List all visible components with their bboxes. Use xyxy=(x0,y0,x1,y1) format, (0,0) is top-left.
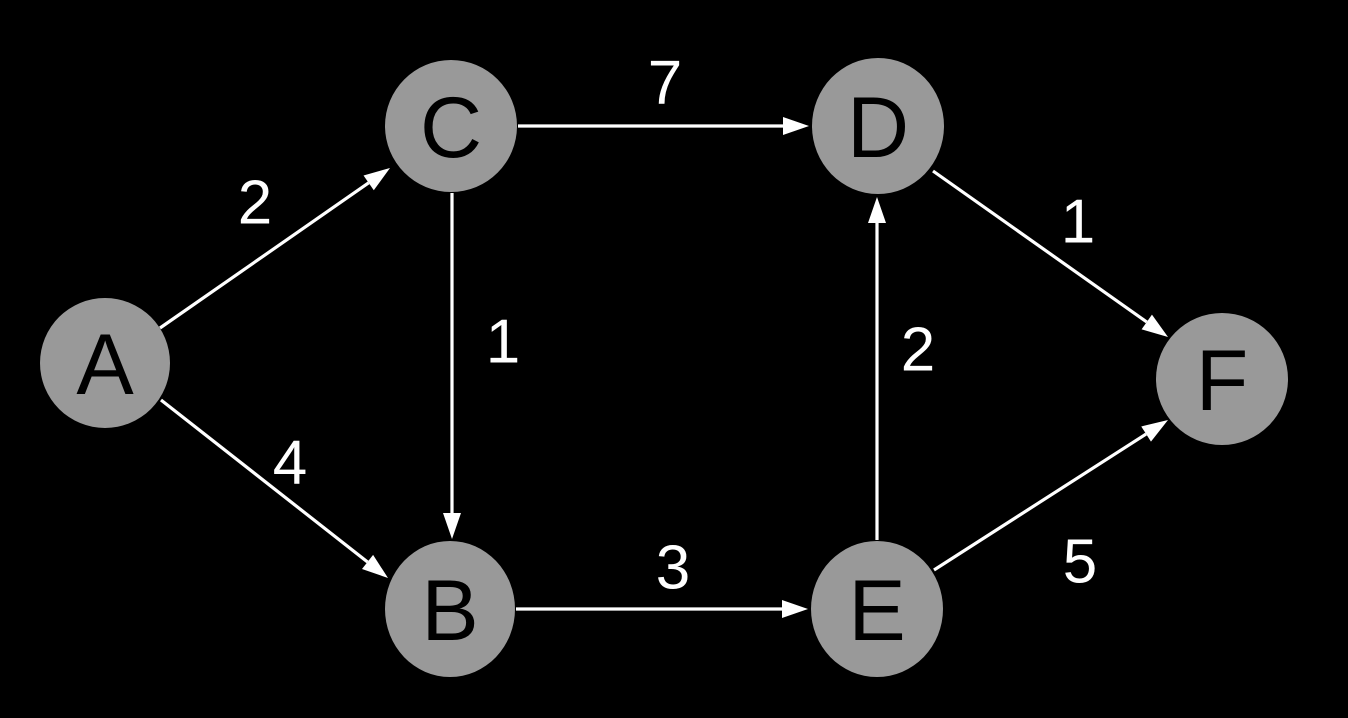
node-label: B xyxy=(421,563,478,659)
arrowhead-icon xyxy=(783,117,809,135)
node-shape[interactable] xyxy=(1156,313,1288,445)
node-label: A xyxy=(76,317,134,413)
edge-d-to-f xyxy=(932,169,1168,337)
node-shape[interactable] xyxy=(385,60,517,192)
edge-a-to-c xyxy=(159,168,390,330)
node-f[interactable]: F xyxy=(1156,313,1288,445)
node-label: F xyxy=(1196,333,1249,429)
edge-weight-label: 2 xyxy=(901,316,935,385)
edge-c-to-b xyxy=(443,193,461,539)
arrowhead-icon xyxy=(782,600,808,618)
edge-c-to-d xyxy=(518,117,809,135)
edge-e-to-f xyxy=(933,420,1168,572)
edges-layer xyxy=(159,117,1168,618)
edge-weight-label: 2 xyxy=(238,169,272,238)
edge-line xyxy=(159,181,370,330)
node-label: C xyxy=(420,80,482,176)
edge-weight-label: 3 xyxy=(656,534,690,603)
node-d[interactable]: D xyxy=(812,58,944,194)
node-shape[interactable] xyxy=(385,541,515,677)
arrowhead-icon xyxy=(361,554,388,578)
edge-a-to-b xyxy=(160,398,388,578)
edge-line xyxy=(932,169,1148,324)
arrowhead-icon xyxy=(1141,314,1168,337)
edge-weight-label: 7 xyxy=(648,49,682,118)
node-e[interactable]: E xyxy=(811,541,943,677)
edge-weight-label: 4 xyxy=(273,429,307,498)
node-label: E xyxy=(848,563,905,659)
arrowhead-icon xyxy=(868,197,886,223)
node-label: D xyxy=(847,80,909,176)
edge-b-to-e xyxy=(516,600,808,618)
node-shape[interactable] xyxy=(811,541,943,677)
nodes-layer: A B C D E F xyxy=(40,58,1288,677)
edge-weight-label: 5 xyxy=(1063,528,1097,597)
node-shape[interactable] xyxy=(40,298,170,428)
edge-weight-label: 1 xyxy=(486,308,520,377)
edge-labels-layer: 2 4 7 1 3 1 2 5 xyxy=(238,49,1097,603)
node-c[interactable]: C xyxy=(385,60,517,192)
node-shape[interactable] xyxy=(812,58,944,194)
edge-e-to-d xyxy=(868,197,886,540)
edge-weight-label: 1 xyxy=(1061,188,1095,257)
arrowhead-icon xyxy=(443,513,461,539)
arrowhead-icon xyxy=(1141,420,1168,442)
node-a[interactable]: A xyxy=(40,298,170,428)
arrowhead-icon xyxy=(363,168,390,191)
edge-line xyxy=(933,432,1147,572)
edge-line xyxy=(160,398,369,564)
node-b[interactable]: B xyxy=(385,541,515,677)
